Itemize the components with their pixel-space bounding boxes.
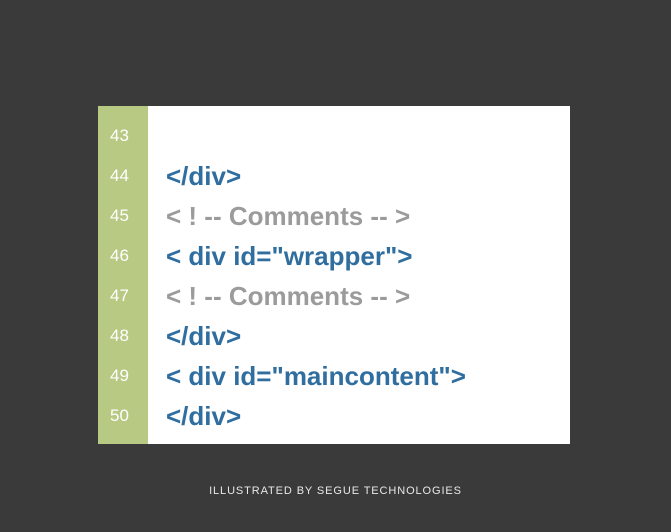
line-number: 50 bbox=[110, 406, 129, 425]
line-number: 46 bbox=[110, 246, 129, 265]
code-panel: 43 44 45 46 47 48 49 50 </div> < ! -- Co… bbox=[98, 106, 570, 444]
code-line-closing-div: </div> bbox=[166, 401, 242, 431]
illustration-credit: ILLUSTRATED BY SEGUE TECHNOLOGIES bbox=[209, 485, 462, 497]
line-number: 49 bbox=[110, 366, 129, 385]
code-line-wrapper-div: < div id="wrapper"> bbox=[166, 241, 413, 271]
line-number: 44 bbox=[110, 166, 129, 185]
code-area: </div> < ! -- Comments -- > < div id="wr… bbox=[148, 106, 570, 444]
code-line-closing-div: </div> bbox=[166, 321, 242, 351]
code-line-maincontent-div: < div id="maincontent"> bbox=[166, 361, 466, 391]
code-line bbox=[166, 116, 570, 156]
line-number: 43 bbox=[110, 126, 129, 145]
line-number: 47 bbox=[110, 286, 129, 305]
code-line-closing-div: </div> bbox=[166, 161, 242, 191]
line-number: 45 bbox=[110, 206, 129, 225]
code-line-comment: < ! -- Comments -- > bbox=[166, 201, 411, 231]
line-number: 48 bbox=[110, 326, 129, 345]
code-line-comment: < ! -- Comments -- > bbox=[166, 281, 411, 311]
line-number-gutter: 43 44 45 46 47 48 49 50 bbox=[98, 106, 148, 444]
